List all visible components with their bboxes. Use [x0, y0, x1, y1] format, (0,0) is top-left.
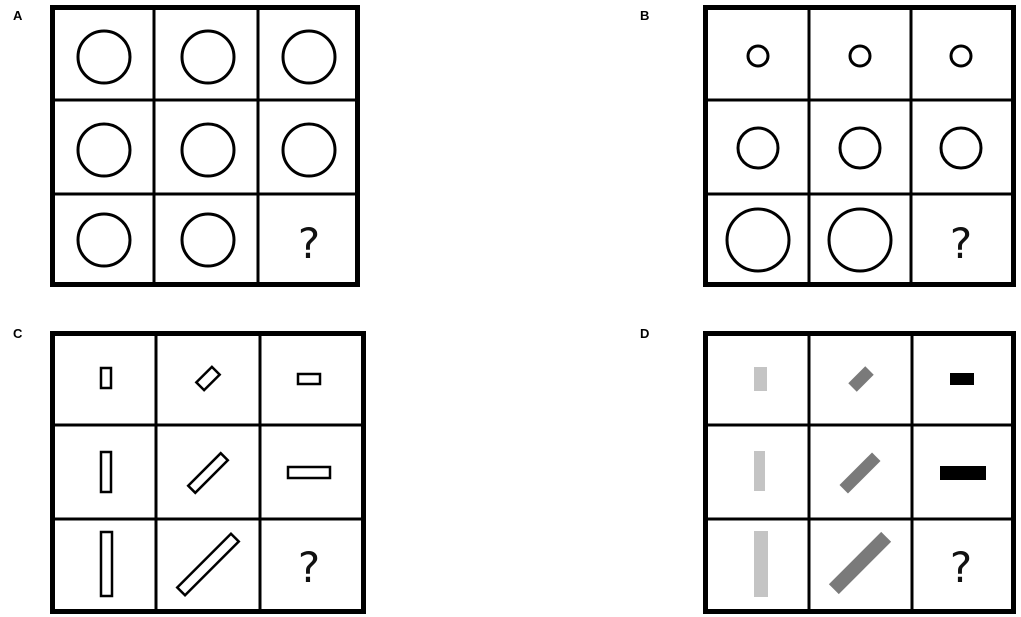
missing-cell-question-mark: ? — [950, 543, 972, 592]
matrix-a-border — [50, 5, 360, 287]
rectangle-shape — [296, 372, 322, 386]
rectangle-shape — [194, 365, 222, 392]
matrix-d: ? — [703, 331, 1016, 614]
rectangle-shape — [186, 451, 230, 495]
circle-shape — [76, 122, 132, 178]
missing-cell-question-mark: ? — [298, 543, 320, 592]
circle-shape — [180, 212, 236, 268]
circle-shape — [281, 29, 337, 85]
circle-shape — [848, 44, 872, 68]
matrix-b-border — [703, 5, 1016, 287]
matrix-b: ? — [703, 5, 1016, 287]
missing-cell-question-mark: ? — [298, 219, 320, 268]
panel-label-c: C — [13, 326, 23, 341]
panel-label-b: B — [640, 8, 650, 23]
mid-gray-bar — [848, 366, 874, 392]
circle-shape — [746, 44, 770, 68]
black-bar — [940, 466, 986, 480]
rectangle-shape — [286, 465, 332, 480]
circle-shape — [76, 29, 132, 85]
matrix-a: ? — [50, 5, 360, 287]
circle-shape — [939, 126, 983, 170]
rectangle-shape — [175, 531, 241, 598]
panel-label-a: A — [13, 8, 23, 23]
mid-gray-bar — [839, 452, 881, 494]
light-gray-bar — [754, 451, 765, 491]
circle-shape — [180, 122, 236, 178]
circle-shape — [949, 44, 973, 68]
light-gray-bar — [754, 531, 768, 597]
circle-shape — [725, 207, 791, 273]
circle-shape — [76, 212, 132, 268]
circle-shape — [180, 29, 236, 85]
panel-label-d: D — [640, 326, 650, 341]
mid-gray-bar — [828, 531, 892, 595]
rectangle-shape — [99, 530, 114, 598]
rectangle-shape — [99, 450, 113, 494]
rectangle-shape — [99, 366, 113, 390]
matrix-c: ? — [50, 331, 366, 614]
missing-cell-question-mark: ? — [950, 219, 972, 268]
matrix-c-border — [50, 331, 366, 614]
circle-shape — [281, 122, 337, 178]
circle-shape — [736, 126, 780, 170]
black-bar — [950, 373, 974, 385]
circle-shape — [838, 126, 882, 170]
light-gray-bar — [754, 367, 767, 391]
circle-shape — [827, 207, 893, 273]
